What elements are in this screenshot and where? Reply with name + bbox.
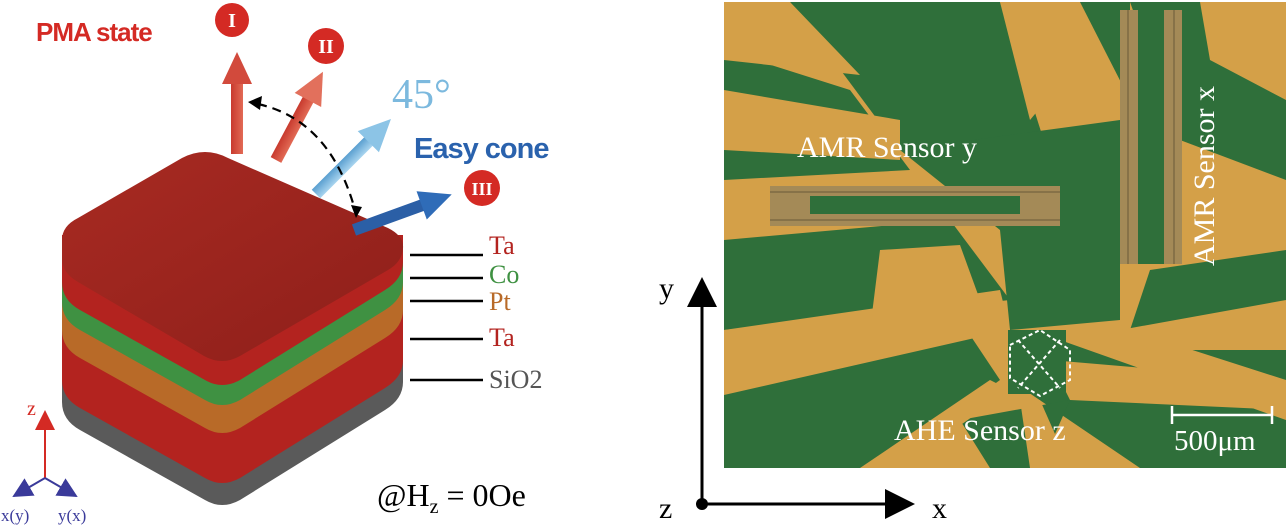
arc-head-right <box>351 205 362 218</box>
easy-cone-label: Easy cone <box>414 133 549 165</box>
amr-sensor-y-label: AMR Sensor y <box>797 131 977 164</box>
badge-state-II-label: II <box>318 36 334 58</box>
right-axis-x-label: x <box>932 492 947 525</box>
layer-label-co: Co <box>489 260 519 289</box>
left-axes <box>12 410 78 498</box>
layer-label-pt: Pt <box>489 287 511 316</box>
scale-bar-label: 500μm <box>1174 425 1256 457</box>
angle-45-label: 45° <box>392 72 451 118</box>
ahe-sensor-z-label: AHE Sensor z <box>894 414 1066 447</box>
badge-state-I <box>215 3 249 37</box>
layer-stack <box>62 152 404 505</box>
top-face <box>62 152 404 361</box>
arrow-state-I <box>222 52 252 154</box>
arrow-state-II <box>270 71 323 163</box>
scale-bar <box>1170 406 1274 424</box>
pma-state-label: PMA state <box>36 17 152 47</box>
right-axes <box>687 277 915 519</box>
badge-state-III-label: III <box>471 179 492 199</box>
left-axis-z-label: z <box>27 398 36 420</box>
layer-label-ta-top: Ta <box>489 231 515 260</box>
arc-head-left <box>248 96 262 110</box>
arrow-45deg <box>311 119 391 199</box>
device-photo <box>724 2 1286 468</box>
field-condition: @Hz = 0Oe <box>377 477 526 518</box>
right-axis-y-label: y <box>659 272 674 305</box>
rotation-arc <box>257 102 357 211</box>
badge-state-II <box>308 28 344 64</box>
z-axis-dot <box>696 498 708 510</box>
left-axis-xy-label: x(y) <box>1 506 29 525</box>
arrow-easy-cone <box>351 191 452 236</box>
right-axis-z-label: z <box>659 492 672 525</box>
badge-state-I-label: I <box>228 10 236 32</box>
layer-leaders <box>410 253 483 382</box>
layer-label-ta-bottom: Ta <box>489 323 515 352</box>
amr-sensor-x-label: AMR Sensor x <box>1188 86 1221 266</box>
left-axis-yx-label: y(x) <box>58 506 86 525</box>
badge-state-III <box>464 170 500 206</box>
layer-label-sio2: SiO2 <box>489 365 542 394</box>
